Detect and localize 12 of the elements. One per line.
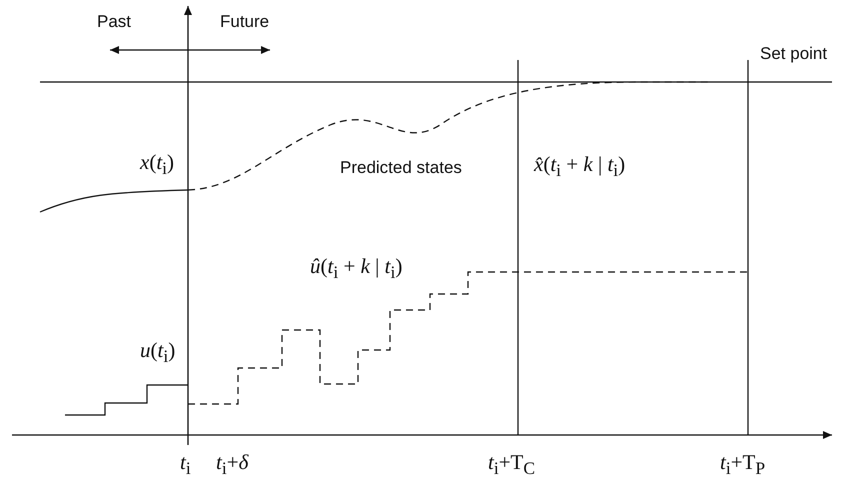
future-label: Future — [220, 12, 270, 32]
predicted-control-label: û(t$_{i}$ + k | t$_{i}$) — [310, 254, 402, 284]
control-label: u(t$_{i}$) — [140, 338, 176, 368]
state-label: x(t$_{i}$) — [140, 150, 174, 180]
time-tick-label: t$_{i}$ — [180, 450, 191, 480]
predicted-state-label: x̂(t$_{i}$ + k | t$_{i}$) — [534, 152, 626, 182]
past-label: Past — [97, 12, 132, 32]
time-tick-label: t$_{i}$+T$_{C}$ — [488, 450, 536, 480]
time-tick-label: t$_{i}$+T$_{P}$ — [720, 450, 766, 480]
time-tick-label: t$_{i}$+δ — [216, 450, 248, 480]
predicted-states-label: Predicted states — [340, 158, 462, 178]
set-point-label: Set point — [760, 44, 828, 64]
